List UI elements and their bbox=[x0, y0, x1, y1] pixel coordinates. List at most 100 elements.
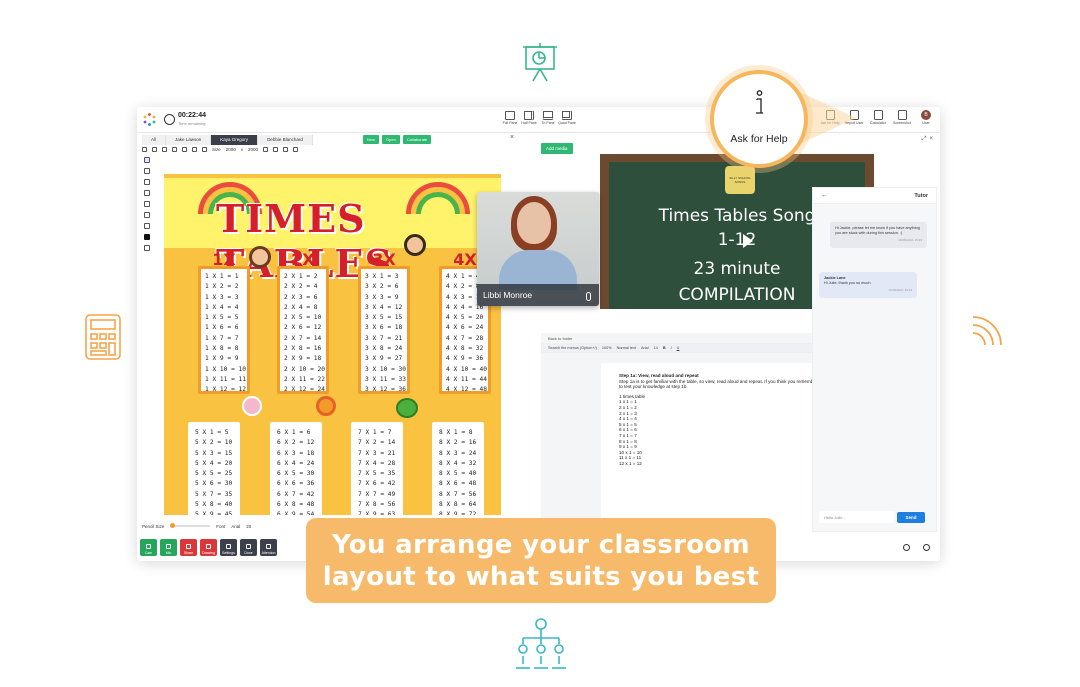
fullscreen-icon[interactable] bbox=[293, 147, 299, 152]
tools-icon[interactable] bbox=[263, 147, 269, 152]
full-pane-button[interactable]: Full Pane bbox=[502, 111, 518, 125]
font-label: Font bbox=[216, 523, 226, 529]
mic-button[interactable]: Mic bbox=[160, 539, 177, 556]
paste-icon[interactable] bbox=[182, 147, 187, 152]
times-table-row: 1 X 1 = 1 bbox=[205, 273, 239, 280]
back-to-folder-link[interactable]: Back to folder bbox=[548, 336, 573, 341]
chat-message-input[interactable]: Hello Julie... bbox=[819, 511, 894, 523]
menu-search[interactable]: Search the menus (Option+/) bbox=[548, 346, 597, 350]
crop-tool-icon[interactable] bbox=[144, 201, 150, 207]
student-message: Jackie Lane Hi Julie, thank you so much.… bbox=[819, 272, 917, 298]
times-table-row: 8 X 1 = 8 bbox=[439, 429, 473, 436]
panel-window-controls[interactable]: ⤢× bbox=[921, 136, 936, 142]
copy-icon[interactable] bbox=[172, 147, 177, 152]
undo-icon[interactable] bbox=[192, 147, 197, 152]
bottom-right-icons bbox=[903, 544, 930, 551]
italic-icon[interactable]: I bbox=[670, 346, 672, 350]
shape-tool-icon[interactable] bbox=[144, 179, 150, 185]
tab-debbie-blanchard[interactable]: Debbie Blanchard bbox=[258, 135, 313, 145]
share-icon bbox=[186, 544, 191, 549]
pencil-tool-icon[interactable] bbox=[144, 157, 150, 163]
zoom-tool-icon[interactable] bbox=[144, 245, 150, 251]
play-icon[interactable] bbox=[743, 234, 753, 248]
white-color-swatch[interactable] bbox=[144, 223, 150, 229]
canvas-width-input[interactable]: 2000 bbox=[225, 147, 236, 152]
calculator-button[interactable]: Calculator bbox=[868, 110, 888, 125]
doc-size-select[interactable]: 14 bbox=[653, 346, 658, 350]
times-table-row: 6 X 6 = 36 bbox=[277, 480, 315, 488]
black-color-swatch[interactable] bbox=[144, 234, 150, 240]
eraser-tool-icon[interactable] bbox=[144, 168, 150, 174]
font-select[interactable]: Arial bbox=[231, 523, 241, 529]
grid-icon[interactable] bbox=[142, 147, 147, 152]
times-table-row: 4 X 12 = 48 bbox=[446, 386, 487, 394]
bold-icon[interactable]: B bbox=[662, 346, 666, 350]
times-table-row: 8 X 7 = 56 bbox=[439, 490, 477, 498]
style-select[interactable]: Normal text bbox=[616, 346, 636, 350]
document-page: Step 1a: View, read aloud and repeat Ste… bbox=[601, 363, 829, 519]
settings-button[interactable]: Settings bbox=[220, 539, 237, 556]
cartoon-broccoli bbox=[396, 398, 418, 418]
lock-icon[interactable] bbox=[283, 147, 289, 152]
close-icon[interactable]: × bbox=[510, 134, 515, 141]
collaborate-button[interactable]: Collaborate bbox=[402, 135, 432, 144]
microphone-icon[interactable] bbox=[586, 292, 591, 301]
zoom-select[interactable]: 100% bbox=[601, 346, 612, 350]
ask-for-help-callout[interactable]: Ask for Help bbox=[710, 70, 808, 168]
done-button[interactable]: Done bbox=[240, 539, 257, 556]
doc-font-select[interactable]: Arial bbox=[641, 346, 649, 350]
feature-banner: You arrange your classroom layout to wha… bbox=[306, 518, 776, 603]
times-table-row: 6 X 2 = 12 bbox=[277, 439, 315, 447]
times-table-row: 3 X 9 = 27 bbox=[365, 355, 403, 363]
help-circle-icon[interactable] bbox=[903, 544, 910, 551]
webcam-person-face bbox=[517, 202, 551, 244]
new-button[interactable]: New bbox=[363, 135, 380, 144]
screenshot-button[interactable]: Screenshot bbox=[892, 110, 912, 125]
times-table-row: 1 X 7 = 7 bbox=[205, 334, 239, 342]
open-button[interactable]: Open bbox=[382, 135, 400, 144]
trash-icon[interactable] bbox=[162, 147, 167, 152]
full-pane-icon bbox=[505, 111, 515, 120]
times-table-row: 8 X 8 = 64 bbox=[439, 501, 477, 509]
doc-table-line: 6 x 1 = 6 bbox=[619, 427, 637, 433]
text-tool-icon[interactable] bbox=[144, 190, 150, 196]
tab-all[interactable]: All bbox=[142, 135, 167, 145]
add-media-button[interactable]: Add media bbox=[541, 143, 573, 154]
underline-icon[interactable]: U bbox=[676, 346, 680, 350]
cam-button[interactable]: Cam bbox=[140, 539, 157, 556]
pi-tool-icon[interactable] bbox=[144, 212, 150, 218]
send-button[interactable]: Send bbox=[897, 512, 925, 523]
half-pane-button[interactable]: Half Pane bbox=[521, 111, 537, 125]
redo-icon[interactable] bbox=[202, 147, 207, 152]
doc-table-line: 1 x 1 = 1 bbox=[619, 399, 637, 405]
attention-button[interactable]: Attention bbox=[260, 539, 277, 556]
tri-pane-button[interactable]: Tri Pane bbox=[540, 111, 556, 125]
eye-icon[interactable] bbox=[273, 147, 279, 152]
chat-bubble-icon[interactable] bbox=[923, 544, 930, 551]
font-size-select[interactable]: 20 bbox=[246, 523, 252, 529]
doc-table-line: 8 x 1 = 8 bbox=[619, 438, 637, 444]
share-button[interactable]: Share bbox=[180, 539, 197, 556]
pencil-size-slider[interactable] bbox=[170, 523, 211, 528]
drawing-button[interactable]: Drawing bbox=[200, 539, 217, 556]
tab-jake-lawson[interactable]: Jake Lawson bbox=[166, 135, 212, 145]
save-icon[interactable] bbox=[152, 147, 157, 152]
times-table-row: 2 X 10 = 20 bbox=[284, 365, 325, 373]
back-arrow-icon[interactable]: ← bbox=[821, 192, 828, 199]
webcam-tile[interactable]: Libbi Monroe bbox=[477, 192, 599, 306]
canvas-height-input[interactable]: 2000 bbox=[248, 147, 259, 152]
times-table-row: 5 X 2 = 10 bbox=[195, 439, 233, 447]
tab-kaya-gregory[interactable]: Kaya Gregory bbox=[211, 135, 259, 145]
times-table-row: 1 X 8 = 8 bbox=[205, 345, 239, 353]
times-table-row: 5 X 9 = 45 bbox=[195, 511, 233, 515]
times-table-row: 2 X 5 = 10 bbox=[284, 314, 322, 322]
times-table-row: 8 X 6 = 48 bbox=[439, 480, 477, 488]
times-table-row: 3 X 2 = 6 bbox=[365, 283, 399, 291]
slider-knob[interactable] bbox=[170, 523, 176, 528]
times-table-row: 7 X 2 = 14 bbox=[358, 439, 396, 447]
quad-pane-button[interactable]: Quad Pane bbox=[558, 111, 576, 125]
